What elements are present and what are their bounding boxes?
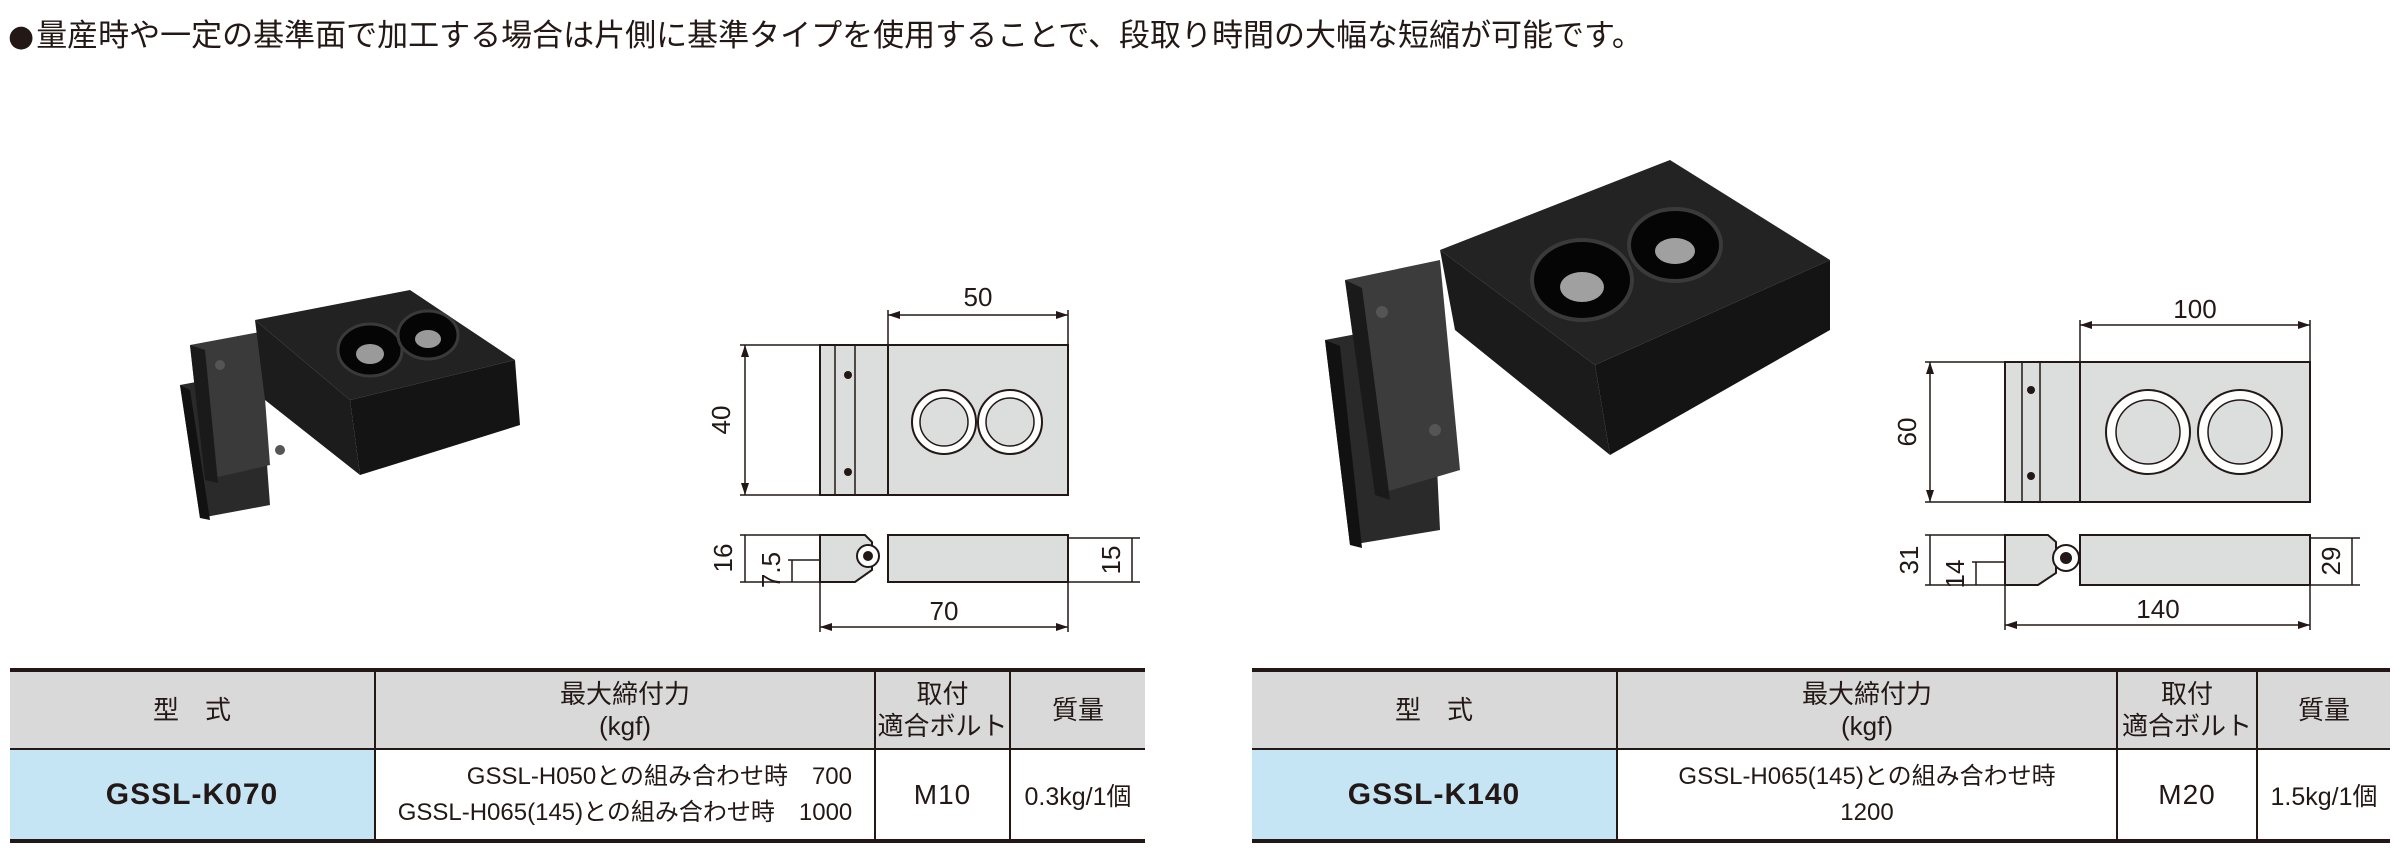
header-model: 型 式 — [1252, 668, 1618, 750]
product-photo-k070 — [160, 250, 540, 550]
dim-side-right: 29 — [2316, 547, 2346, 576]
dim-top-width: 100 — [2173, 294, 2216, 324]
dim-top-height: 60 — [1892, 418, 1922, 447]
drawing-k140: 100 60 31 14 29 140 — [1890, 290, 2370, 650]
mass-cell: 1.5kg/1個 — [2256, 748, 2390, 843]
force-cell: GSSL-H050との組み合わせ時 700 GSSL-H065(145)との組み… — [374, 748, 876, 843]
dim-overall-length: 70 — [930, 596, 959, 626]
dim-top-width: 50 — [964, 282, 993, 312]
header-mass: 質量 — [2256, 668, 2390, 750]
product-photo-k140 — [1320, 150, 1840, 550]
table-row: GSSL-K140 GSSL-H065(145)との組み合わせ時 1200 M2… — [1252, 748, 2390, 843]
model-cell: GSSL-K140 — [1252, 748, 1618, 843]
spec-table-k140: 型 式 最大締付力 (kgf) 取付 適合ボルト 質量 GSSL-K140 GS… — [1252, 668, 2390, 843]
bolt-cell: M20 — [2116, 748, 2258, 843]
bolt-cell: M10 — [874, 748, 1011, 843]
header-bolt: 取付 適合ボルト — [874, 668, 1011, 750]
header-max-force: 最大締付力 (kgf) — [1616, 668, 2118, 750]
force-cell: GSSL-H065(145)との組み合わせ時 1200 — [1616, 748, 2118, 843]
header-model: 型 式 — [10, 668, 376, 750]
spec-table-k070: 型 式 最大締付力 (kgf) 取付 適合ボルト 質量 GSSL-K070 GS… — [10, 668, 1145, 843]
dim-side-step: 7.5 — [756, 552, 786, 588]
dim-overall-length: 140 — [2136, 594, 2179, 624]
header-bolt: 取付 適合ボルト — [2116, 668, 2258, 750]
mass-cell: 0.3kg/1個 — [1009, 748, 1145, 843]
headline: ●量産時や一定の基準面で加工する場合は片側に基準タイプを使用することで、段取り時… — [8, 14, 2388, 59]
header-max-force: 最大締付力 (kgf) — [374, 668, 876, 750]
dim-side-total: 16 — [708, 544, 738, 573]
header-mass: 質量 — [1009, 668, 1145, 750]
drawing-k070: 50 40 16 7.5 15 70 — [700, 270, 1160, 650]
headline-text: 量産時や一定の基準面で加工する場合は片側に基準タイプを使用することで、段取り時間… — [36, 18, 1643, 54]
bullet-icon: ● — [8, 19, 35, 54]
dim-side-right: 15 — [1096, 546, 1126, 575]
dim-side-total: 31 — [1894, 546, 1924, 575]
dim-top-height: 40 — [706, 406, 736, 435]
dim-side-step: 14 — [1940, 560, 1970, 589]
model-cell: GSSL-K070 — [10, 748, 376, 843]
table-row: GSSL-K070 GSSL-H050との組み合わせ時 700 GSSL-H06… — [10, 748, 1145, 843]
